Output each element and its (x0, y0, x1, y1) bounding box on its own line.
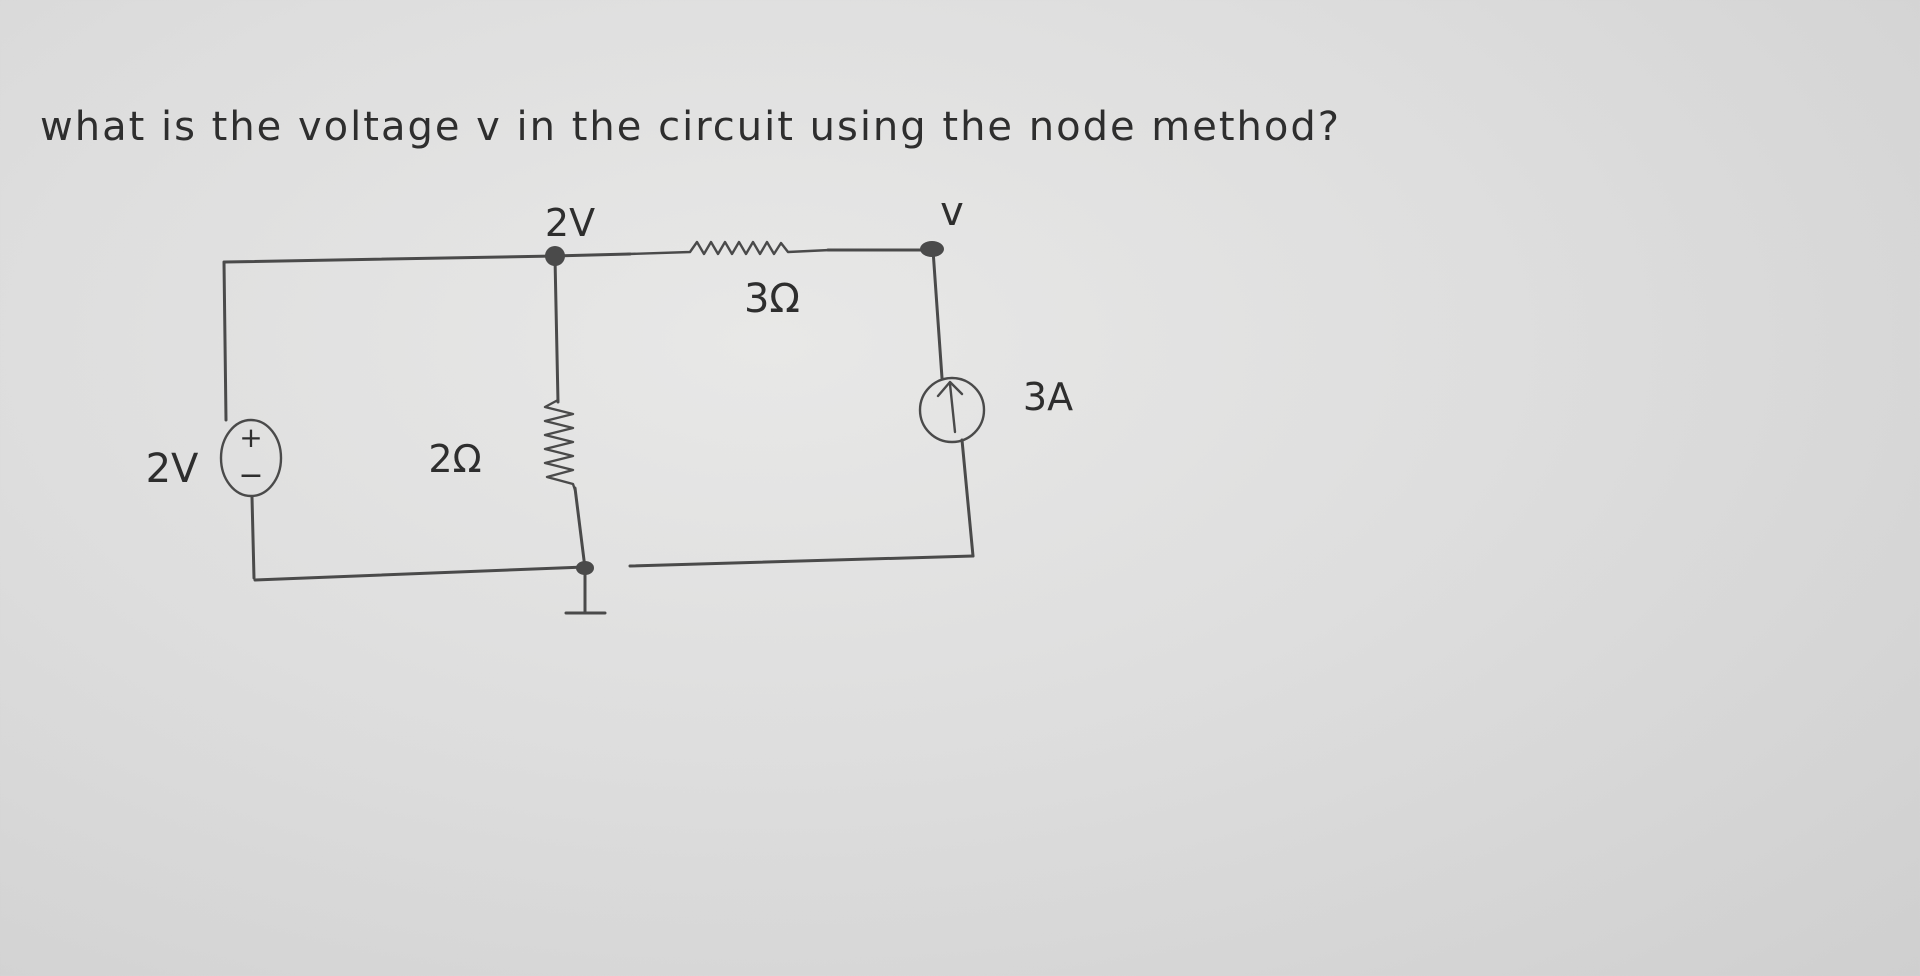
resistor-2ohm-label: 2Ω (428, 437, 481, 481)
current-source (918, 376, 986, 444)
wire-top-mid (551, 252, 632, 258)
node-v (920, 241, 944, 257)
wire-right-lower (960, 438, 975, 558)
node-bottom (576, 561, 594, 575)
resistor-3ohm (626, 240, 832, 256)
voltage-source-minus: − (238, 458, 263, 493)
circuit-diagram (222, 248, 975, 615)
voltage-source-label: 2V (146, 446, 199, 492)
current-source-label: 3A (1023, 375, 1073, 419)
wire-left-lower (250, 495, 256, 580)
voltage-source-plus: + (239, 421, 262, 454)
resistor-3ohm-label: 3Ω (744, 276, 800, 322)
wire-top-left (223, 254, 557, 264)
resistor-2ohm (543, 398, 577, 492)
wire-right-upper (931, 248, 944, 380)
wire-bottom-left (253, 565, 587, 582)
wire-mid-upper (553, 256, 560, 404)
wire-left-upper (222, 260, 228, 422)
current-arrow-shaft (948, 382, 957, 434)
voltage-source-circle (219, 418, 283, 498)
node-top-middle (545, 246, 565, 266)
wire-bottom-right (628, 554, 975, 568)
voltage-source: + − (219, 418, 283, 498)
wire-mid-lower (573, 486, 587, 570)
node-top-label: 2V (545, 201, 595, 245)
node-v-label: v (940, 189, 964, 235)
current-source-circle (918, 376, 986, 444)
question-text: what is the voltage v in the circuit usi… (40, 104, 1341, 150)
arrow-up-icon (936, 380, 964, 398)
